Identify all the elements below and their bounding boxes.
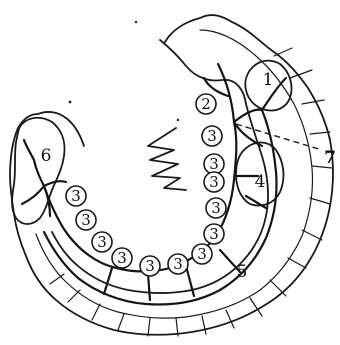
marker-three-text: 3 <box>211 199 221 217</box>
label-one: 1 <box>263 70 274 90</box>
marker-two: 2 <box>196 94 216 114</box>
jaw-projections <box>148 128 186 190</box>
marker-three-text: 3 <box>197 245 207 263</box>
segment-lines <box>50 48 332 336</box>
marker-three-text: 3 <box>145 257 155 275</box>
marker-three-text: 3 <box>117 249 127 267</box>
marker-three-text: 3 <box>81 211 91 229</box>
label-six: 6 <box>41 146 52 166</box>
ink-specks <box>69 21 180 121</box>
marker-three-text: 3 <box>209 155 219 173</box>
marker-three-text: 3 <box>173 255 183 273</box>
marker-three-arc: 3 3 3 3 3 3 3 <box>66 186 212 276</box>
marker-three-text: 3 <box>71 187 81 205</box>
label-four: 4 <box>255 172 266 192</box>
label-five: 5 <box>237 262 248 282</box>
marker-three-text: 3 <box>207 127 217 145</box>
marker-three-text: 3 <box>97 233 107 251</box>
marker-three-text: 3 <box>209 225 219 243</box>
marker-three-text: 3 <box>209 173 219 191</box>
label-seven: 7 <box>324 148 336 168</box>
marker-two-text: 2 <box>201 95 211 113</box>
